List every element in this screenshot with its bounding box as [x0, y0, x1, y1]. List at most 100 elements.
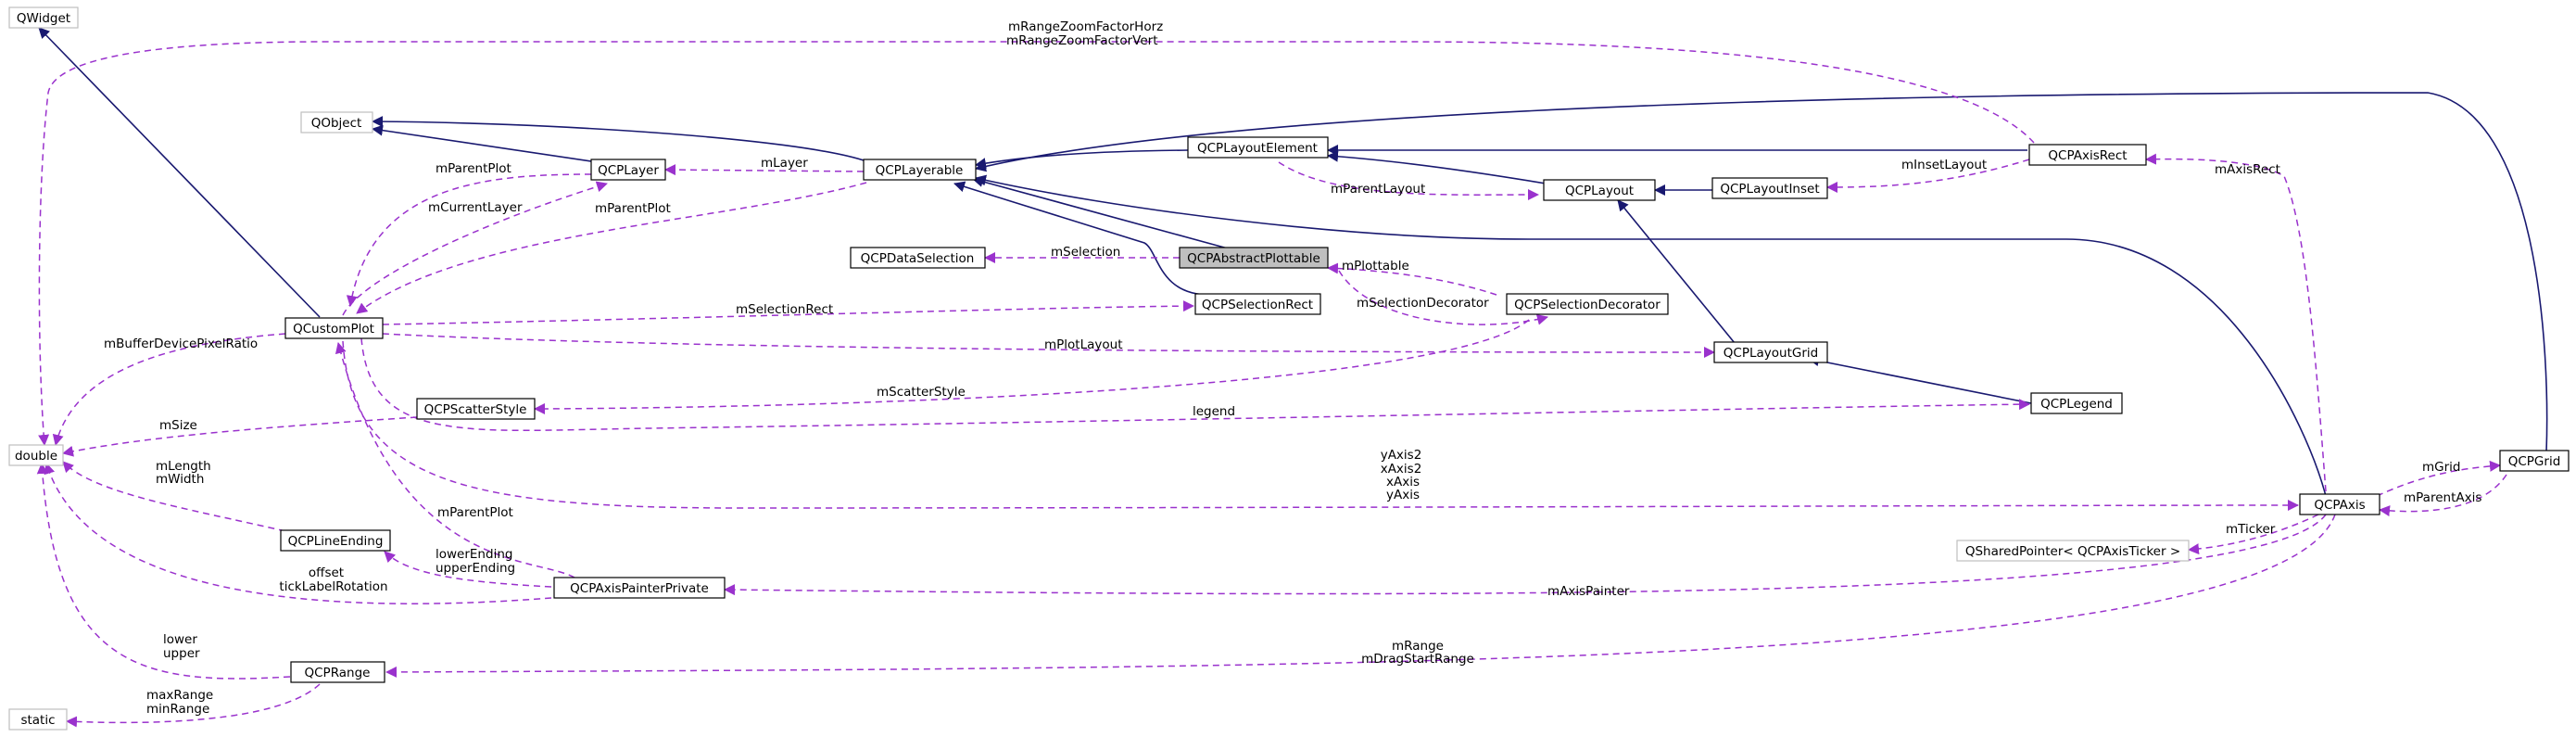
edge-label-mbufferdevicepixelratio: mBufferDevicePixelRatio	[104, 337, 258, 351]
edge-label-minsetlayout: mInsetLayout	[1901, 158, 1987, 172]
edge-label-maxisrect: mAxisRect	[2215, 162, 2280, 177]
node-label-qcpselectionrect: QCPSelectionRect	[1202, 298, 1313, 312]
usage-edge-qcpabstractplottable-qcpselectiondecorator-mselectiondecorator	[1338, 270, 1548, 325]
edge-label-mrange: mRange	[1392, 639, 1444, 654]
node-static[interactable]: static	[8, 708, 68, 731]
usage-edge-qcpscatterstyle-double-msize	[62, 416, 418, 457]
usage-edge-qcustomplot-qcplayer-mcurrentlayer	[342, 181, 608, 316]
inherit-edge-qcplayer-qobject	[372, 124, 599, 163]
node-label-qcprange: QCPRange	[305, 666, 371, 680]
edge-label-mdragstartrange: mDragStartRange	[1361, 652, 1474, 667]
usage-edge-qcpgrid-qcpaxis-mparentaxis	[2379, 474, 2507, 517]
usage-edge-qcustomplot-qcplegend-legend	[360, 337, 2030, 432]
node-label-qcustomplot: QCustomPlot	[293, 322, 374, 337]
node-double[interactable]: double	[8, 444, 64, 466]
edge-label-upper: upper	[163, 646, 200, 661]
node-qcpselectiondecorator[interactable]: QCPSelectionDecorator	[1506, 293, 1669, 315]
node-qcplegend[interactable]: QCPLegend	[2030, 392, 2123, 414]
edge-label-lower: lower	[163, 632, 197, 647]
node-label-qcpaxis: QCPAxis	[2314, 498, 2365, 513]
node-qcpaxis[interactable]: QCPAxis	[2299, 493, 2380, 515]
edge-label-offset: offset	[309, 565, 344, 580]
node-label-qcplineending: QCPLineEnding	[288, 534, 384, 549]
edge-label-mparentplot-painter: mParentPlot	[437, 505, 513, 520]
edge-label-maxispainter: mAxisPainter	[1547, 584, 1630, 599]
edge-label-maxrange: maxRange	[146, 688, 213, 703]
node-qcpgrid[interactable]: QCPGrid	[2499, 450, 2570, 472]
edge-label-mparentplot-layer: mParentPlot	[436, 161, 511, 176]
usage-edge-qcpaxis-qcprange-mrange	[385, 514, 2336, 678]
usage-edge-qcustomplot-double-mbufferdevicepixelratio	[52, 333, 286, 446]
inherit-edge-qcpaxis-qcplayerable	[975, 174, 2327, 497]
inherit-edge-qcplayerable-qobject	[372, 116, 867, 162]
node-label-qobject: QObject	[311, 116, 362, 131]
node-label-qcplayer: QCPLayer	[598, 163, 659, 178]
node-qcustomplot[interactable]: QCustomPlot	[284, 317, 384, 339]
node-qcplayoutgrid[interactable]: QCPLayoutGrid	[1713, 341, 1828, 363]
inherit-edge-qcpselectionrect-qcplayerable	[953, 181, 1210, 296]
node-qcprange[interactable]: QCPRange	[290, 661, 385, 683]
node-qwidget[interactable]: QWidget	[8, 6, 79, 29]
node-qcpscatterstyle[interactable]: QCPScatterStyle	[416, 398, 536, 420]
node-qcplayerable[interactable]: QCPLayerable	[863, 159, 977, 181]
edge-label-yaxis: yAxis	[1386, 488, 1420, 502]
edge-label-mrangezoomfactorvert: mRangeZoomFactorVert	[1006, 33, 1158, 48]
node-label-qcpselectiondecorator: QCPSelectionDecorator	[1514, 298, 1661, 312]
usage-edge-qcplayerable-qcustomplot-mparentplot	[356, 182, 867, 314]
node-qcpdataselection[interactable]: QCPDataSelection	[850, 247, 986, 269]
usage-edge-qcustomplot-qcplayoutgrid-mplotlayout	[382, 333, 1715, 358]
node-label-qcplayoutinset: QCPLayoutInset	[1720, 182, 1819, 197]
node-label-qcplayout: QCPLayout	[1565, 184, 1634, 198]
node-label-qcpaxispainterprivate: QCPAxisPainterPrivate	[570, 581, 709, 596]
usage-edge-qcpaxis-qsharedpointer-mticker	[2188, 514, 2319, 555]
node-qobject[interactable]: QObject	[300, 111, 373, 133]
node-label-qcpaxisrect: QCPAxisRect	[2048, 148, 2127, 163]
edge-label-lowerending: lowerEnding	[436, 547, 512, 562]
node-label-static: static	[20, 713, 55, 728]
node-label-qcpdataselection: QCPDataSelection	[861, 251, 975, 266]
edge-label-mrangezoomfactorhorz: mRangeZoomFactorHorz	[1008, 19, 1163, 34]
node-qcpaxispainterprivate[interactable]: QCPAxisPainterPrivate	[553, 577, 726, 599]
node-qcpabstractplottable[interactable]: QCPAbstractPlottable	[1179, 247, 1329, 269]
node-qcpselectionrect[interactable]: QCPSelectionRect	[1194, 293, 1321, 315]
edge-label-mgrid: mGrid	[2422, 460, 2460, 475]
node-qcplayoutinset[interactable]: QCPLayoutInset	[1711, 177, 1828, 199]
usage-edge-qcpaxis-qcpaxisrect-maxisrect	[2145, 153, 2327, 492]
node-qcplayout[interactable]: QCPLayout	[1543, 179, 1656, 201]
edge-label-legend: legend	[1193, 404, 1235, 419]
usage-edge-qcpaxispainterprivate-double-offset	[44, 463, 552, 604]
node-label-qcpgrid: QCPGrid	[2508, 454, 2561, 469]
usage-edge-qcpaxisrect-qcplayoutinset-minsetlayout	[1826, 159, 2030, 193]
node-label-qsharedpointer: QSharedPointer< QCPAxisTicker >	[1965, 544, 2180, 559]
node-label-qcplegend: QCPLegend	[2040, 397, 2113, 412]
usage-edge-qcplayer-qcustomplot-mparentplot	[346, 173, 592, 307]
usage-edge-qcustomplot-qcpselectionrect-mselectionrect	[382, 300, 1194, 325]
node-label-qcpabstractplottable: QCPAbstractPlottable	[1187, 251, 1320, 266]
usage-edge-qcpselectiondecorator-qcpabstractplottable-mplottable	[1327, 262, 1497, 296]
edge-label-mselectionrect: mSelectionRect	[736, 302, 833, 317]
edge-label-mscatterstyle: mScatterStyle	[877, 385, 966, 400]
usage-edge-qcpaxispainterprivate-qcustomplot-mparentplot	[335, 342, 575, 578]
edge-label-minrange: minRange	[146, 702, 209, 717]
inherit-edge-qcplayoutelement-qcplayerable	[975, 149, 1189, 170]
node-label-qcplayoutelement: QCPLayoutElement	[1197, 141, 1318, 156]
inherit-edge-qcpgrid-qcplayerable	[975, 92, 2548, 453]
node-qcpaxisrect[interactable]: QCPAxisRect	[2028, 144, 2147, 166]
edge-label-mplotlayout: mPlotLayout	[1044, 337, 1123, 352]
edge-label-xaxis2: xAxis2	[1381, 462, 1422, 477]
edge-label-mparentlayout: mParentLayout	[1331, 182, 1425, 197]
edge-label-mparentplot-layerable: mParentPlot	[595, 201, 671, 216]
usage-edge-qcprange-double-lower-upper	[36, 463, 291, 680]
usage-edge-qcpaxis-qcpgrid-mgrid	[2376, 460, 2501, 497]
node-qsharedpointer[interactable]: QSharedPointer< QCPAxisTicker >	[1956, 540, 2190, 562]
edge-label-msize: mSize	[159, 418, 197, 433]
node-label-qcpscatterstyle: QCPScatterStyle	[424, 402, 527, 417]
usage-edge-qcustomplot-qcpaxis-axes	[342, 340, 2299, 512]
node-qcplayer[interactable]: QCPLayer	[590, 159, 666, 181]
node-qcplineending[interactable]: QCPLineEnding	[280, 529, 391, 552]
edge-label-ticklabelrotation: tickLabelRotation	[279, 579, 387, 594]
node-qcplayoutelement[interactable]: QCPLayoutElement	[1187, 136, 1329, 159]
inherit-edge-qcustomplot-qwidget	[38, 27, 321, 318]
node-label-qcplayoutgrid: QCPLayoutGrid	[1724, 346, 1818, 361]
edge-label-mlength: mLength	[156, 459, 211, 474]
